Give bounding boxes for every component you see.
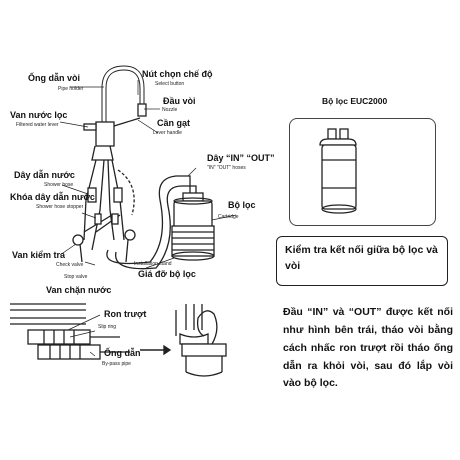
label-bypass-en: By-pass pipe	[102, 361, 131, 367]
instruction-text: Đầu “IN” và “OUT” được kết nối như hình …	[283, 306, 453, 390]
label-lever-en: Lever handle	[153, 130, 182, 136]
label-check-valve-en: Check valve	[56, 262, 84, 268]
label-stand: Giá đỡ bộ lọc	[138, 269, 196, 279]
label-nozzle-en: Nozzle	[162, 107, 178, 113]
label-nozzle: Đầu vòi	[163, 96, 196, 106]
slip-ring-drawing	[10, 303, 130, 360]
label-pipe-holder: Ống dẫn vòi	[28, 73, 81, 83]
filter-euc2000-drawing	[319, 128, 357, 214]
label-stop-valve-en: Stop valve	[64, 274, 88, 280]
hand-drawing	[175, 304, 227, 377]
in-out-hoses-drawing	[106, 175, 197, 270]
filter-frame	[289, 118, 436, 226]
label-cartridge-en: Cartridge	[218, 214, 239, 220]
leader-lines	[59, 80, 237, 269]
label-bypass: Ống dẫn	[104, 348, 141, 358]
label-shower-hose-en: Shower hose	[44, 182, 74, 188]
label-stand-en: Installation stand	[134, 261, 172, 267]
label-filtered-lever: Van nước lọc	[10, 110, 68, 120]
check-connection-note: Kiểm tra kết nối giữa bộ lọc và vòi	[276, 236, 448, 286]
label-hose-stopper-en: Shower hose stopper	[36, 204, 84, 210]
label-lever: Cần gạt	[157, 118, 191, 128]
label-cartridge: Bộ lọc	[228, 200, 256, 210]
cartridge-drawing	[171, 192, 215, 261]
label-filtered-lever-en: Filtered water lever	[16, 122, 59, 128]
hoses-drawing	[83, 159, 135, 251]
label-in-out-en: "IN" "OUT" hoses	[207, 165, 246, 171]
label-in-out: Dây “IN” “OUT”	[207, 153, 275, 163]
arrow-drawing	[140, 344, 172, 356]
label-stop-valve: Van chặn nước	[46, 285, 112, 295]
label-check-valve: Van kiểm tra	[12, 250, 66, 260]
valve-drawing	[72, 229, 136, 263]
faucet-drawing	[83, 65, 147, 161]
label-select-button: Nút chọn chế độ	[142, 69, 213, 79]
label-select-button-en: Select button	[155, 81, 185, 87]
label-hose-stopper: Khóa dây dẫn nước	[10, 192, 95, 202]
label-pipe-holder-en: Pipe holder	[58, 86, 84, 92]
label-slip-ring-en: Slip ring	[98, 324, 117, 330]
label-slip-ring: Ron trượt	[104, 309, 147, 319]
label-shower-hose: Dây dẫn nước	[14, 170, 75, 180]
filter-title: Bộ lọc EUC2000	[322, 96, 388, 106]
